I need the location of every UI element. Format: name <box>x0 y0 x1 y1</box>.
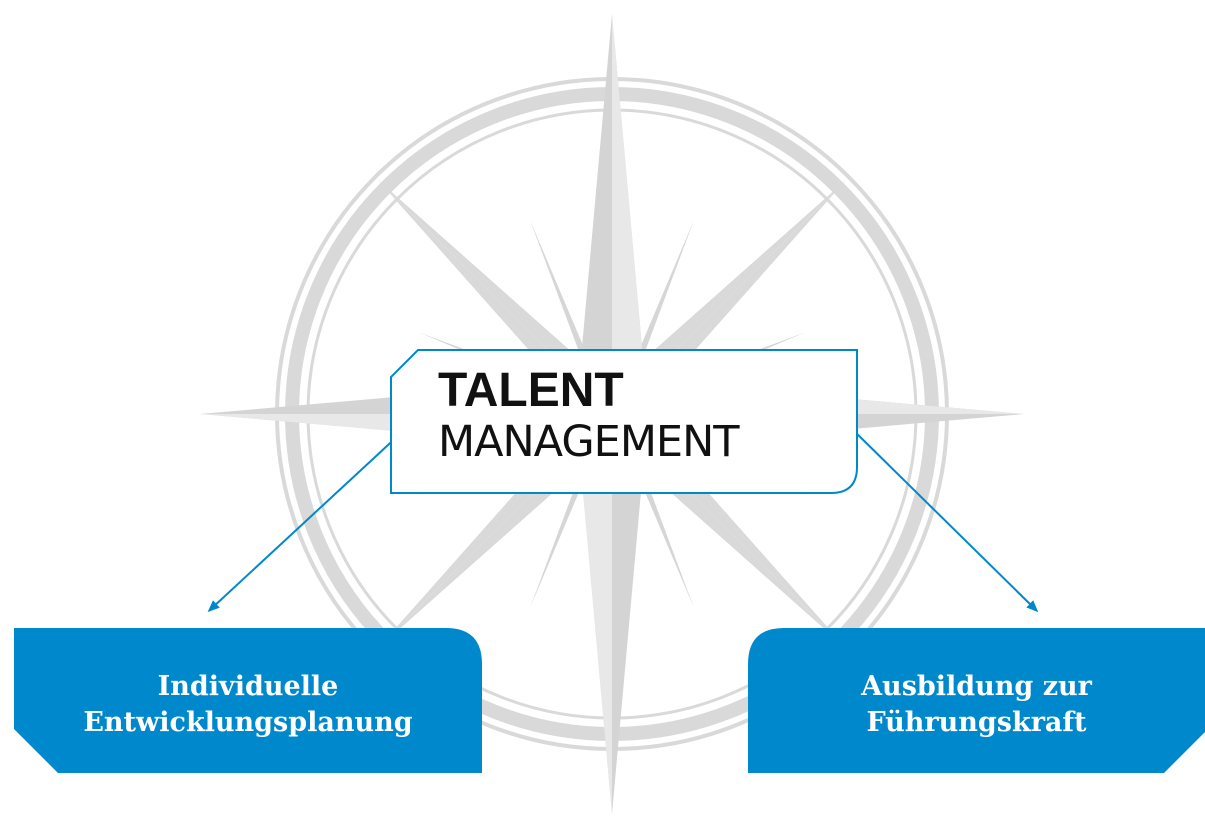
left-arrow <box>207 432 402 613</box>
title-box: TALENT MANAGEMENT <box>390 349 858 494</box>
left-outcome-box: Individuelle Entwicklungsplanung <box>14 628 482 773</box>
title-box-frame <box>390 349 858 494</box>
right-outcome-line-1: Ausbildung zur <box>861 670 1092 702</box>
title-line-2: MANAGEMENT <box>438 417 740 467</box>
title-line-1: TALENT <box>438 364 624 417</box>
left-outcome-line-1: Individuelle <box>157 670 339 702</box>
right-outcome-line-2: Führungskraft <box>866 706 1087 738</box>
left-outcome-shape <box>14 628 482 773</box>
right-arrow <box>848 425 1039 613</box>
left-outcome-line-2: Entwicklungsplanung <box>83 706 413 738</box>
right-outcome-shape <box>748 628 1205 773</box>
right-outcome-box: Ausbildung zur Führungskraft <box>748 628 1205 773</box>
